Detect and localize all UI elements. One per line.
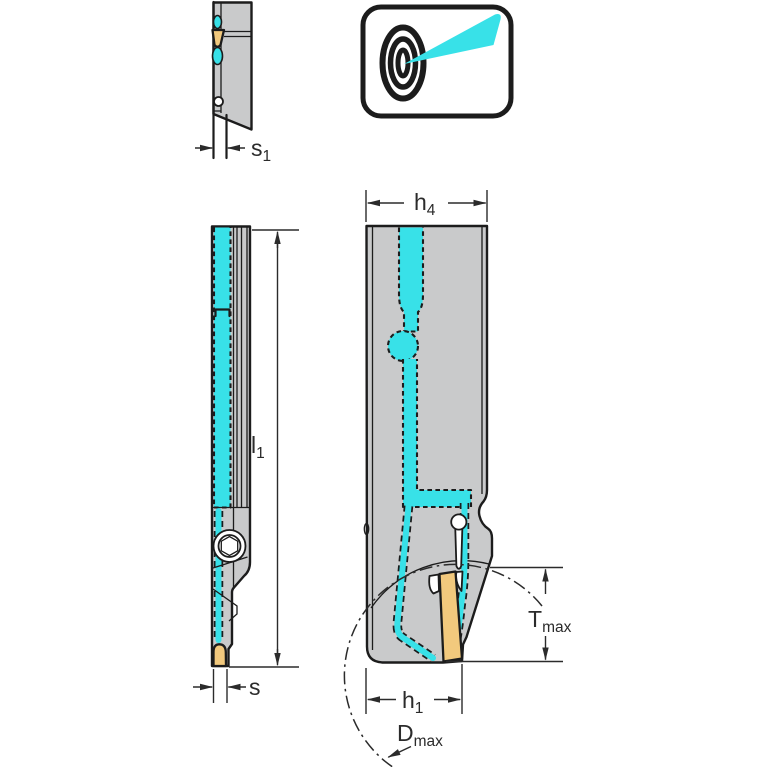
main-side-view: h4 Tmax h1 Dmax	[343, 189, 572, 767]
clamp-slot-hole	[450, 513, 468, 531]
dmax-workpiece-circle	[343, 563, 543, 767]
clamp-screw-inner	[217, 534, 242, 558]
insert-side-profile	[211, 28, 226, 48]
front-view: l1 s	[193, 225, 299, 703]
coolant-beam-icon	[404, 14, 501, 64]
grooving-target-icon	[360, 4, 514, 119]
dmax-label: Dmax	[397, 720, 443, 750]
dimension-h4: h4	[365, 189, 488, 222]
coolant-main-channel	[401, 359, 473, 509]
main-body-chamfer-lines	[371, 226, 483, 650]
front-view-face-lines	[232, 226, 248, 588]
coolant-junction-bore	[386, 329, 420, 363]
coolant-outlet-top-icon	[212, 14, 223, 30]
dmax-arrow	[387, 745, 412, 758]
s1-label: s1	[251, 135, 271, 165]
target-ring-outer-icon	[379, 24, 427, 102]
dimension-s: s	[193, 669, 261, 703]
side-view-thin: s1	[195, 0, 271, 165]
dimension-s1: s1	[195, 135, 271, 165]
insert-main	[438, 570, 464, 663]
coolant-channel-front	[212, 227, 232, 509]
blade-hole	[213, 96, 224, 107]
main-body	[365, 224, 494, 664]
insert-pocket-left	[428, 573, 440, 595]
thin-view-joint-lines	[213, 30, 252, 112]
tmax-label: Tmax	[528, 606, 572, 636]
l1-label: l1	[251, 432, 265, 462]
channel-joint-bracket	[214, 308, 231, 318]
side-pin-hole	[363, 522, 370, 536]
s-label: s	[249, 674, 261, 700]
dimension-l1: l1	[229, 229, 299, 668]
coolant-branch-front	[394, 503, 436, 661]
dimension-tmax: Tmax	[446, 566, 572, 663]
clamp-screw-socket-icon	[220, 535, 239, 557]
clamp-flex-slot	[454, 525, 464, 570]
head-chamfer-arc	[370, 560, 490, 609]
h1-label: h1	[402, 687, 423, 717]
insert-front-tip	[212, 643, 228, 668]
coolant-inlet-channel	[397, 227, 425, 333]
dimension-dmax: Dmax	[387, 720, 443, 758]
dimension-h1: h1	[365, 664, 463, 717]
target-ring-middle-icon	[387, 36, 419, 90]
coolant-outlet-bottom-icon	[211, 46, 224, 66]
clamp-diagonal-lower	[212, 588, 238, 622]
h4-label: h4	[414, 189, 436, 219]
